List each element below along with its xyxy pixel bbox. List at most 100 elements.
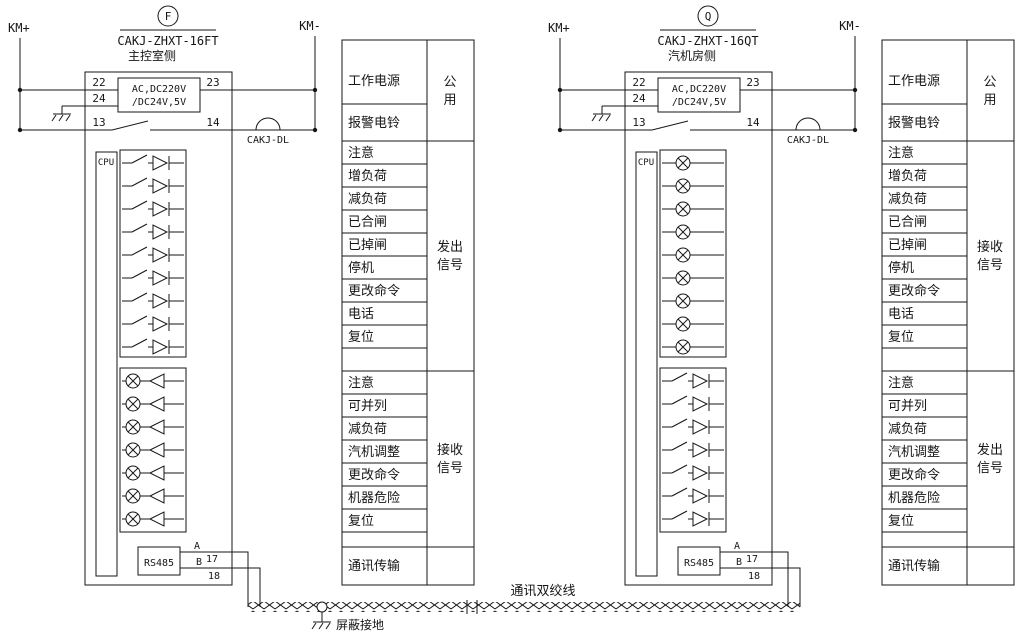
signal-row-label: 可并列 bbox=[348, 398, 387, 413]
lamp-opto-icon bbox=[121, 442, 185, 458]
row-dividers bbox=[882, 103, 967, 533]
signal-row-label: 增负荷 bbox=[888, 168, 927, 183]
signal-row-label: 已掉闸 bbox=[348, 237, 387, 252]
junction-dots bbox=[17, 87, 318, 133]
power-box bbox=[117, 77, 201, 113]
device-model: CAKJ-ZHXT-16QT bbox=[657, 34, 758, 48]
rs485-label: RS485 bbox=[684, 558, 714, 569]
group-label-receive: 接收 bbox=[437, 442, 463, 457]
group-label-send: 信号 bbox=[977, 460, 1003, 475]
lamp-icon bbox=[661, 339, 725, 355]
group-label-receive: 信号 bbox=[437, 460, 463, 475]
signal-row-label: 复位 bbox=[888, 513, 914, 528]
lamp-opto-icon bbox=[121, 511, 185, 527]
bell-icon bbox=[255, 117, 281, 131]
lamp-opto-icon bbox=[121, 373, 185, 389]
send-contact-rows bbox=[121, 154, 185, 355]
lamp-icon bbox=[661, 178, 725, 194]
bell-label: CAKJ-DL bbox=[247, 135, 289, 146]
cpu-box bbox=[635, 151, 658, 577]
device-location: 主控室侧 bbox=[128, 48, 176, 63]
contact-opto-icon bbox=[121, 246, 185, 263]
cable-break-marks bbox=[466, 600, 478, 614]
terminal-13: 13 bbox=[632, 116, 645, 129]
signal-row-label: 更改命令 bbox=[348, 467, 400, 482]
ground-icon bbox=[591, 105, 612, 122]
lamp-icon bbox=[661, 316, 725, 332]
signal-row-label: 已合闸 bbox=[888, 214, 927, 229]
group-label-common: 公 bbox=[443, 74, 456, 89]
signal-row-label: 注意 bbox=[888, 375, 914, 390]
lamp-opto-icon bbox=[121, 396, 185, 412]
device-tag-circle bbox=[697, 5, 719, 27]
cpu-label: CPU bbox=[98, 158, 114, 168]
twisted-pair-cable bbox=[248, 602, 800, 612]
rs485-wires bbox=[180, 551, 261, 607]
terminal-17: 17 bbox=[746, 554, 758, 565]
terminal-a: A bbox=[194, 541, 200, 552]
power-text: AC,DC220V bbox=[132, 84, 186, 95]
lamp-icon bbox=[661, 270, 725, 286]
device-location: 汽机房侧 bbox=[668, 48, 716, 63]
contact-opto-icon bbox=[121, 223, 185, 240]
terminal-23: 23 bbox=[746, 76, 759, 89]
send-contact-rows bbox=[661, 372, 725, 527]
terminal-22: 22 bbox=[92, 76, 105, 89]
device-tag: F bbox=[165, 10, 172, 23]
terminal-14: 14 bbox=[746, 116, 760, 129]
signal-row-label: 电话 bbox=[348, 306, 374, 321]
group-label-receive: 接收 bbox=[977, 239, 1003, 254]
lamp-icon bbox=[661, 247, 725, 263]
signal-row-label: 更改命令 bbox=[888, 467, 940, 482]
contact-opto-icon bbox=[661, 372, 725, 389]
group-label-common: 用 bbox=[983, 92, 996, 107]
switch-blade bbox=[111, 120, 149, 131]
lamp-opto-icon bbox=[121, 488, 185, 504]
signal-row-label: 减负荷 bbox=[888, 191, 927, 206]
shield-tap-node bbox=[316, 601, 328, 613]
device-tag-circle bbox=[157, 5, 179, 27]
contact-opto-icon bbox=[661, 395, 725, 412]
wiring-lines bbox=[560, 89, 855, 131]
terminal-18: 18 bbox=[208, 571, 220, 582]
contact-opto-icon bbox=[661, 510, 725, 527]
signal-row-label: 注意 bbox=[888, 145, 914, 160]
signal-row-label: 复位 bbox=[348, 329, 374, 344]
contact-opto-icon bbox=[121, 315, 185, 332]
group-label-send: 发出 bbox=[437, 239, 463, 254]
signal-row-label: 报警电铃 bbox=[348, 115, 400, 130]
power-box bbox=[657, 77, 741, 113]
signal-row-label: 汽机调整 bbox=[348, 444, 400, 459]
group-label-send: 信号 bbox=[437, 257, 463, 272]
signal-row-label: 复位 bbox=[348, 513, 374, 528]
signal-row-label: 工作电源 bbox=[888, 73, 940, 88]
power-text: /DC24V,5V bbox=[132, 97, 186, 108]
terminal-23: 23 bbox=[206, 76, 219, 89]
left-device: KM+ KM- F CAKJ-ZHXT-16FT 主控室侧 CAKJ-DL AC… bbox=[8, 5, 321, 607]
group-label-common: 公 bbox=[983, 74, 996, 89]
device-outline bbox=[84, 71, 233, 586]
ground-icon bbox=[51, 105, 72, 122]
km-minus-label: KM- bbox=[299, 19, 321, 33]
terminal-13: 13 bbox=[92, 116, 105, 129]
right-device: KM+ KM- Q CAKJ-ZHXT-16QT 汽机房侧 CAKJ-DL AC… bbox=[548, 5, 861, 607]
cpu-label: CPU bbox=[638, 158, 654, 168]
cable-label: 通讯双绞线 bbox=[510, 583, 575, 598]
send-group-box bbox=[119, 149, 187, 358]
device-model: CAKJ-ZHXT-16FT bbox=[117, 34, 218, 48]
contact-opto-icon bbox=[121, 200, 185, 217]
signal-row-label: 更改命令 bbox=[888, 283, 940, 298]
lamp-icon bbox=[661, 201, 725, 217]
rs485-box bbox=[677, 546, 721, 576]
terminal-18: 18 bbox=[748, 571, 760, 582]
receive-lamp-rows bbox=[661, 155, 725, 355]
junction-dots bbox=[557, 87, 858, 133]
row-dividers bbox=[342, 103, 427, 533]
terminal-17: 17 bbox=[206, 554, 218, 565]
contact-opto-icon bbox=[121, 292, 185, 309]
contact-opto-icon bbox=[121, 154, 185, 171]
left-signal-table: 工作电源 报警电铃 公 用 注意 增负荷 减负荷 已合闸 已掉闸 停机 更改命令… bbox=[341, 39, 475, 586]
signal-row-label: 复位 bbox=[888, 329, 914, 344]
contact-opto-icon bbox=[661, 464, 725, 481]
